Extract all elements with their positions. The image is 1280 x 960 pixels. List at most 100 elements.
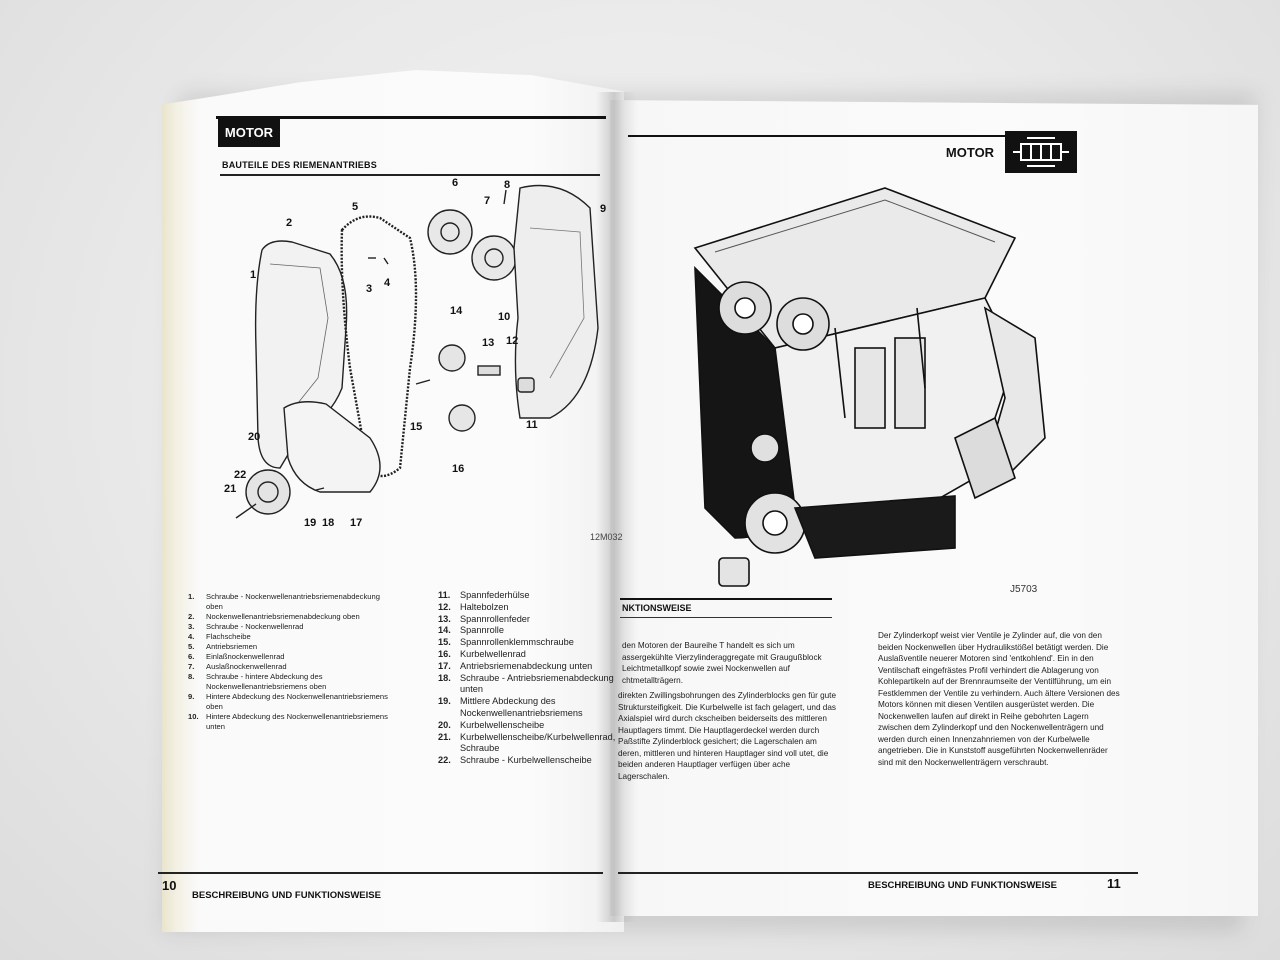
legend-item: 18. Schraube - Antriebsriemenabdeckung un… [438, 673, 628, 697]
legend-item: 16. Kurbelwellenrad [438, 649, 628, 661]
legend-number: 5. [188, 642, 195, 651]
legend-number: 7. [188, 662, 195, 671]
legend-text: Antriebsriemenabdeckung unten [460, 660, 593, 671]
legend-item: 9.Hintere Abdeckung des Nockenwellenantr… [188, 692, 398, 712]
legend-item: 6. Einlaßnockenwellenrad [188, 652, 398, 662]
legend-number: 4. [188, 632, 195, 641]
legend-number: 21. [438, 731, 451, 742]
right-footer-rule [618, 872, 1138, 874]
legend-text: Kurbelwellenscheibe/Kurbelwellenrad, Sch… [460, 731, 616, 754]
legend-item: 2. Nockenwellenantriebsriemenabdeckung ob… [188, 612, 398, 622]
legend-text: Hintere Abdeckung des Nockenwellenantrie… [206, 692, 388, 711]
legend-item: 3. Schraube - Nockenwellenrad [188, 622, 398, 632]
legend-item: 13. Spannrollenfeder [438, 614, 628, 626]
callout-16: 16 [452, 463, 464, 475]
left-header-rule [216, 116, 606, 119]
legend-number: 16. [438, 648, 451, 659]
callout-15: 15 [410, 421, 422, 433]
legend-number: 18. [438, 672, 451, 683]
legend-item: 7. Auslaßnockenwellenrad [188, 662, 398, 672]
left-figure-code: 12M032 [590, 532, 623, 542]
function-heading: NKTIONSWEISE [622, 603, 692, 613]
legend-item: 20. Kurbelwellenscheibe [438, 720, 628, 732]
callout-18: 18 [322, 517, 334, 529]
callout-3: 3 [366, 283, 372, 295]
legend-item: 17. Antriebsriemenabdeckung unten [438, 661, 628, 673]
left-footer-rule [158, 872, 603, 874]
callout-14: 14 [450, 305, 463, 317]
legend-item: 11.Spannfederhülse [438, 590, 628, 602]
body-paragraph-3: Der Zylinderkopf weist vier Ventile je Z… [878, 631, 1120, 767]
legend-item: 8. Schraube - hintere Abdeckung des Nocke… [188, 672, 398, 692]
legend-item: 4. Flachscheibe [188, 632, 398, 642]
legend-text: Auslaßnockenwellenrad [206, 662, 287, 671]
right-footer-title: BESCHREIBUNG UND FUNKTIONSWEISE [868, 880, 1057, 891]
legend-text: Schraube - hintere Abdeckung des Nockenw… [206, 672, 327, 691]
legend-number: 8. [188, 672, 195, 681]
callout-2: 2 [286, 217, 292, 229]
legend-text: Kurbelwellenscheibe [460, 719, 545, 730]
legend-text: Einlaßnockenwellenrad [206, 652, 285, 661]
legend-column-2: 11.Spannfederhülse 12.Haltebolzen 13. Spa… [438, 590, 628, 767]
legend-text: Schraube - Nockenwellenantriebsriemenabd… [206, 592, 380, 611]
callout-21: 21 [224, 483, 236, 495]
callout-10: 10 [498, 311, 510, 323]
left-footer-title: BESCHREIBUNG UND FUNKTIONSWEISE [192, 890, 381, 901]
engine-cutaway-svg [693, 187, 1046, 587]
callout-4: 4 [384, 277, 391, 289]
legend-text: Haltebolzen [460, 601, 509, 612]
legend-number: 3. [188, 622, 195, 631]
callout-1: 1 [250, 269, 256, 281]
legend-item: 5.Antriebsriemen [188, 642, 398, 652]
legend-text: Schraube - Kurbelwellenscheibe [460, 755, 592, 766]
callout-22: 22 [234, 469, 246, 481]
legend-item: 14.Spannrolle [438, 625, 628, 637]
legend-item: 12.Haltebolzen [438, 602, 628, 614]
engine-icon-svg [1013, 137, 1069, 167]
right-figure-code: J5703 [1010, 584, 1038, 595]
legend-number: 2. [188, 612, 195, 621]
legend-number: 13. [438, 613, 451, 624]
legend-text: Schraube - Nockenwellenrad [206, 622, 304, 631]
callout-7: 7 [484, 195, 490, 207]
engine-icon [1005, 131, 1077, 173]
legend-text: Spannrolle [460, 625, 504, 636]
left-section-rule [220, 174, 600, 176]
legend-number: 6. [188, 652, 195, 661]
callout-8: 8 [504, 179, 510, 191]
function-heading-rule [620, 598, 832, 600]
left-header-tab: MOTOR [218, 119, 280, 147]
legend-text: Hintere Abdeckung des Nockenwellenantrie… [206, 712, 388, 731]
right-header-rule [628, 135, 1076, 137]
legend-item: 19.Mittlere Abdeckung des Nockenwellenan… [438, 696, 628, 720]
legend-text: Nockenwellenantriebsriemenabdeckung oben [206, 612, 360, 621]
callout-13: 13 [482, 337, 494, 349]
callout-19: 19 [304, 517, 316, 529]
callout-11: 11 [526, 419, 538, 431]
book-gutter [596, 92, 636, 922]
legend-text: Spannrollenfeder [460, 613, 530, 624]
legend-number: 17. [438, 660, 451, 671]
legend-text: Kurbelwellenrad [460, 648, 526, 659]
callout-5: 5 [352, 201, 358, 213]
body-paragraph-1: den Motoren der Baureihe T handelt es si… [622, 641, 822, 685]
engine-cutaway-illustration [655, 178, 1055, 596]
right-page-number: 11 [1107, 876, 1121, 891]
legend-number: 10. [188, 712, 199, 721]
legend-number: 11. [438, 590, 451, 600]
legend-text: Flachscheibe [206, 632, 251, 641]
legend-text: Schraube - Antriebsriemenabdeckung unten [460, 672, 614, 695]
body-paragraph-2: direkten Zwillingsbohrungen des Zylinder… [618, 691, 837, 781]
legend-item: 15.Spannrollenklemmschraube [438, 637, 628, 649]
right-header-label: MOTOR [945, 145, 995, 160]
legend-number: 15. [438, 637, 451, 648]
callout-12: 12 [506, 335, 518, 347]
legend-number: 22. [438, 755, 451, 766]
legend-number: 20. [438, 719, 451, 730]
callout-20: 20 [248, 431, 260, 443]
left-section-title: BAUTEILE DES RIEMENANTRIEBS [222, 160, 377, 170]
legend-item: 1.Schraube - Nockenwellenantriebsriemena… [188, 592, 398, 612]
left-page-number: 10 [162, 878, 177, 893]
legend-column-1: 1.Schraube - Nockenwellenantriebsriemena… [188, 592, 398, 732]
